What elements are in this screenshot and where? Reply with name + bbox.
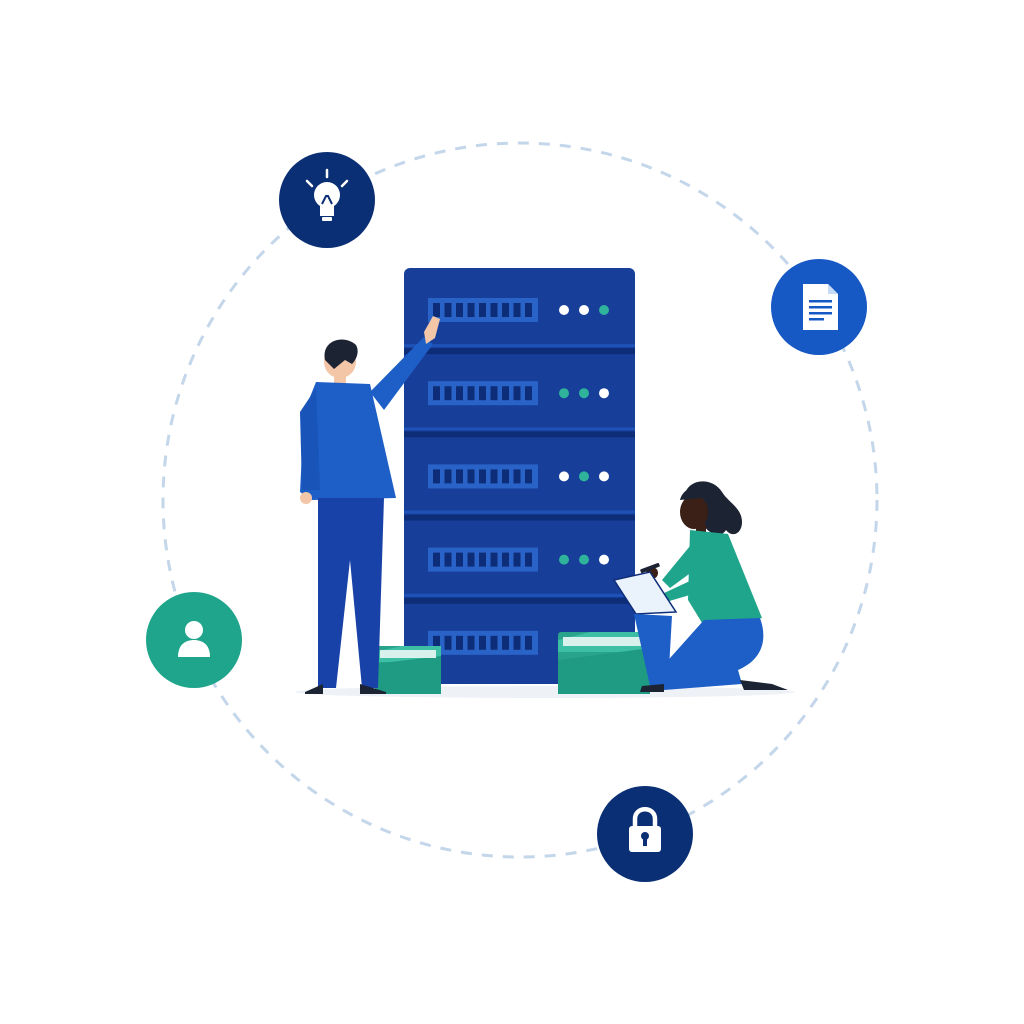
status-led <box>559 554 569 565</box>
server-unit <box>404 344 635 406</box>
status-led <box>579 554 589 565</box>
drive-slot <box>525 635 532 650</box>
man-figure <box>300 316 440 694</box>
document-icon <box>803 284 838 330</box>
drive-slot <box>502 552 509 567</box>
drive-slot <box>444 635 452 650</box>
drive-slot <box>456 552 463 567</box>
drive-slot <box>467 552 475 567</box>
status-led <box>579 305 589 315</box>
status-led <box>559 471 569 482</box>
drive-slot <box>479 552 486 567</box>
drive-slot <box>456 469 463 484</box>
drive-slot <box>513 303 521 317</box>
drive-slot <box>513 469 521 484</box>
drive-slot <box>456 386 463 401</box>
server-unit-divider <box>404 431 635 438</box>
drive-slot <box>467 303 475 317</box>
drive-slot <box>525 469 532 484</box>
drive-slot <box>479 386 486 401</box>
drive-slot <box>502 386 509 401</box>
drive-slot <box>525 386 532 401</box>
drive-slot <box>479 469 486 484</box>
drive-slot <box>467 635 475 650</box>
server-unit-ledge <box>404 510 635 514</box>
server-unit-ledge <box>404 344 635 348</box>
drive-slot <box>490 635 498 650</box>
document-badge <box>771 259 867 355</box>
woman-figure <box>612 481 788 692</box>
drive-slot <box>433 303 440 317</box>
folder-left <box>375 646 441 694</box>
drive-slot <box>456 303 463 317</box>
server-unit-divider <box>404 514 635 521</box>
drive-slot <box>479 635 486 650</box>
drive-slot <box>444 469 452 484</box>
drive-slot <box>444 303 452 317</box>
drive-slot <box>525 552 532 567</box>
drive-slot <box>433 386 440 401</box>
orbit-ring <box>161 141 879 859</box>
server-unit-ledge <box>404 427 635 431</box>
lock-badge <box>597 786 693 882</box>
drive-slot <box>502 469 509 484</box>
drive-slot <box>433 552 440 567</box>
drive-slot <box>502 303 509 317</box>
lightbulb-icon <box>305 168 349 221</box>
status-led <box>599 554 609 565</box>
lightbulb-badge <box>279 152 375 248</box>
status-led <box>579 388 589 399</box>
drive-slot <box>433 635 440 650</box>
user-icon <box>178 621 210 657</box>
status-led <box>599 471 609 482</box>
server-units <box>404 298 635 655</box>
drive-slot <box>525 303 532 317</box>
server-unit-ledge <box>404 593 635 597</box>
lock-icon <box>629 807 661 852</box>
status-led <box>599 305 609 315</box>
server-unit <box>428 298 609 322</box>
drive-slot <box>490 386 498 401</box>
server-unit <box>404 427 635 489</box>
drive-slot <box>490 469 498 484</box>
drive-slot <box>444 552 452 567</box>
server-unit-divider <box>404 597 635 604</box>
drive-slot <box>444 386 452 401</box>
status-led <box>559 388 569 399</box>
drive-slot <box>456 635 463 650</box>
drive-slot <box>467 386 475 401</box>
drive-slot <box>513 386 521 401</box>
server-unit <box>404 593 635 655</box>
status-led <box>579 471 589 482</box>
server-unit <box>404 510 635 572</box>
status-led <box>599 388 609 399</box>
drive-slot <box>490 303 498 317</box>
drive-slot <box>479 303 486 317</box>
user-badge <box>146 592 242 688</box>
drive-slot <box>513 635 521 650</box>
status-led <box>559 305 569 315</box>
drive-slot <box>513 552 521 567</box>
drive-slot <box>502 635 509 650</box>
server-unit-divider <box>404 348 635 355</box>
drive-slot <box>467 469 475 484</box>
drive-slot <box>490 552 498 567</box>
folder-right <box>558 632 650 694</box>
server-rack <box>404 268 635 684</box>
drive-slot <box>433 469 440 484</box>
